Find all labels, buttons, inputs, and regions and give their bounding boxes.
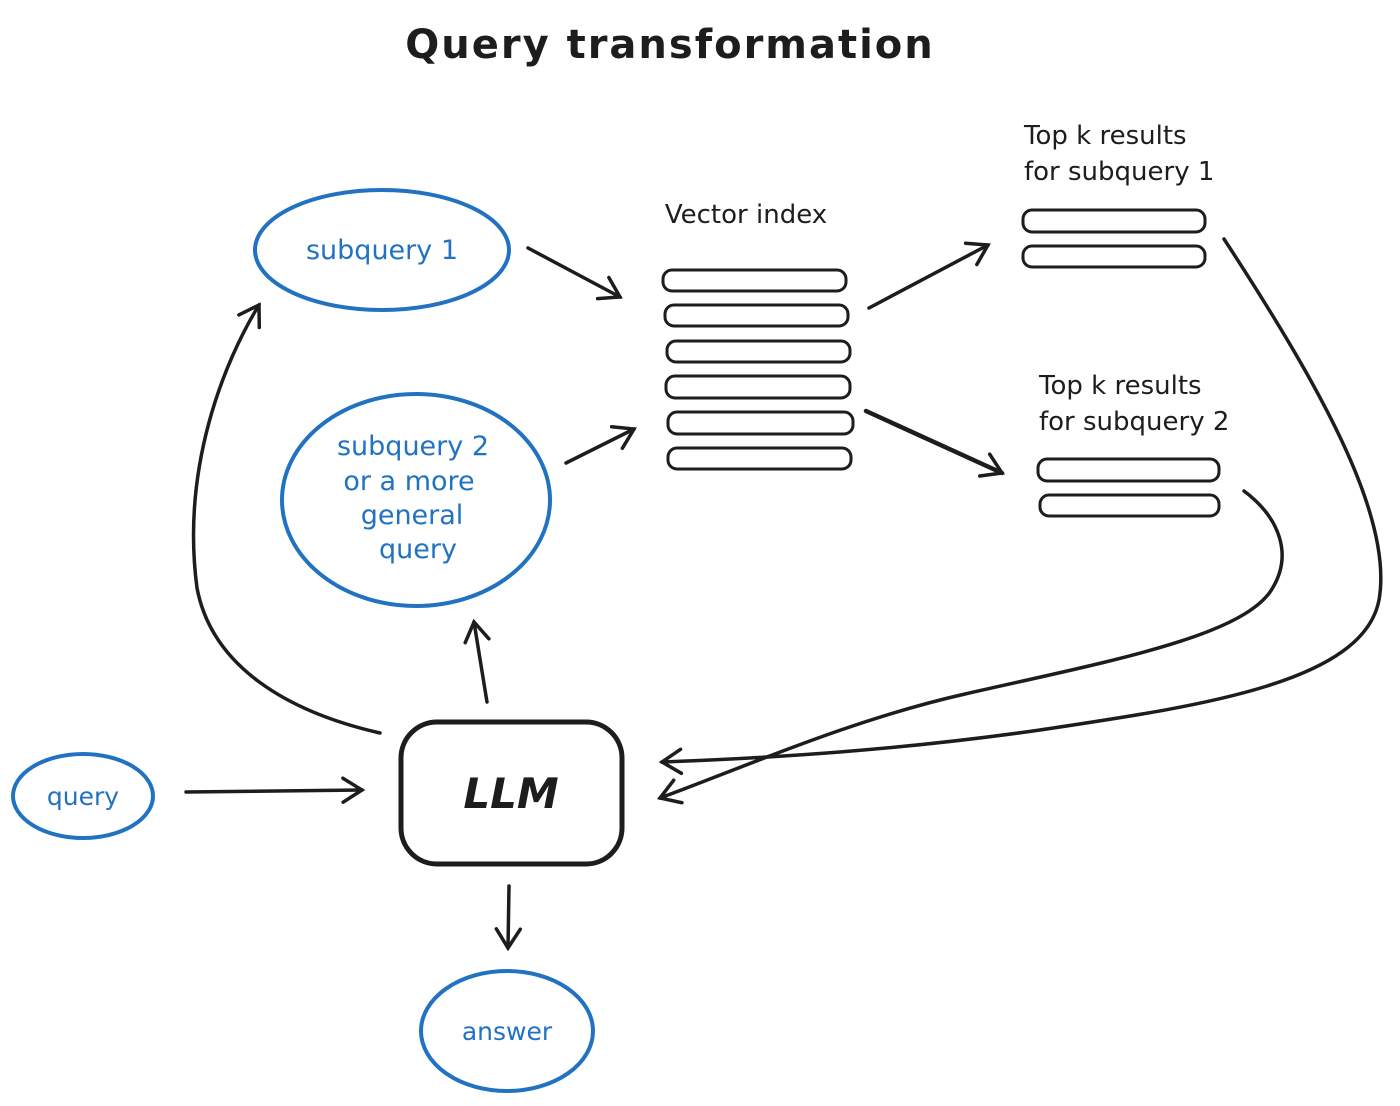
node-subquery2 bbox=[280, 392, 552, 608]
vector-index-row bbox=[663, 303, 850, 328]
arrow-subquery2-to-vector-index bbox=[564, 425, 637, 465]
topk1-stack bbox=[1021, 208, 1207, 269]
arrow-vector-index-to-topk1 bbox=[867, 241, 991, 310]
node-subquery2-line2: or a more bbox=[343, 466, 474, 497]
topk2-label-line2: for subquery 2 bbox=[1039, 407, 1229, 437]
node-subquery1 bbox=[253, 188, 511, 312]
topk2-row bbox=[1036, 457, 1221, 483]
arrow-topk1-to-llm bbox=[658, 237, 1383, 776]
vector-index-label: Vector index bbox=[665, 200, 827, 230]
vector-index-stack bbox=[661, 268, 855, 471]
arrow-vector-index-to-topk2 bbox=[863, 408, 1005, 478]
topk1-label-line2: for subquery 1 bbox=[1024, 157, 1214, 187]
diagram-title: Query transformation bbox=[405, 22, 935, 68]
node-answer bbox=[419, 969, 595, 1093]
topk2-label-line1: Top k results bbox=[1038, 371, 1202, 401]
topk2-stack bbox=[1036, 457, 1221, 518]
topk1-row bbox=[1021, 244, 1207, 269]
node-llm bbox=[398, 719, 625, 867]
topk1-label-line1: Top k results bbox=[1023, 121, 1187, 151]
vector-index-row bbox=[666, 446, 853, 471]
arrow-llm-to-answer bbox=[494, 884, 523, 952]
vector-index-row bbox=[664, 374, 852, 400]
arrow-subquery1-to-vector-index bbox=[526, 246, 623, 301]
node-subquery2-line3: general bbox=[361, 500, 464, 531]
topk1-row bbox=[1021, 208, 1207, 234]
node-llm-label: LLM bbox=[463, 769, 558, 818]
arrow-llm-to-subquery1 bbox=[191, 302, 382, 735]
arrow-topk2-to-llm bbox=[656, 489, 1284, 805]
node-query-label: query bbox=[47, 782, 119, 811]
node-subquery1-label: subquery 1 bbox=[306, 235, 458, 266]
arrow-llm-to-subquery2 bbox=[463, 618, 491, 704]
arrow-query-to-llm bbox=[184, 776, 366, 804]
topk2-row bbox=[1038, 493, 1221, 518]
vector-index-row bbox=[665, 339, 852, 364]
vector-index-row bbox=[661, 268, 848, 293]
node-subquery2-line1: subquery 2 bbox=[337, 431, 489, 462]
node-query bbox=[11, 752, 155, 840]
node-answer-label: answer bbox=[462, 1017, 553, 1046]
node-subquery2-line4: query bbox=[379, 534, 457, 565]
vector-index-row bbox=[666, 410, 855, 436]
